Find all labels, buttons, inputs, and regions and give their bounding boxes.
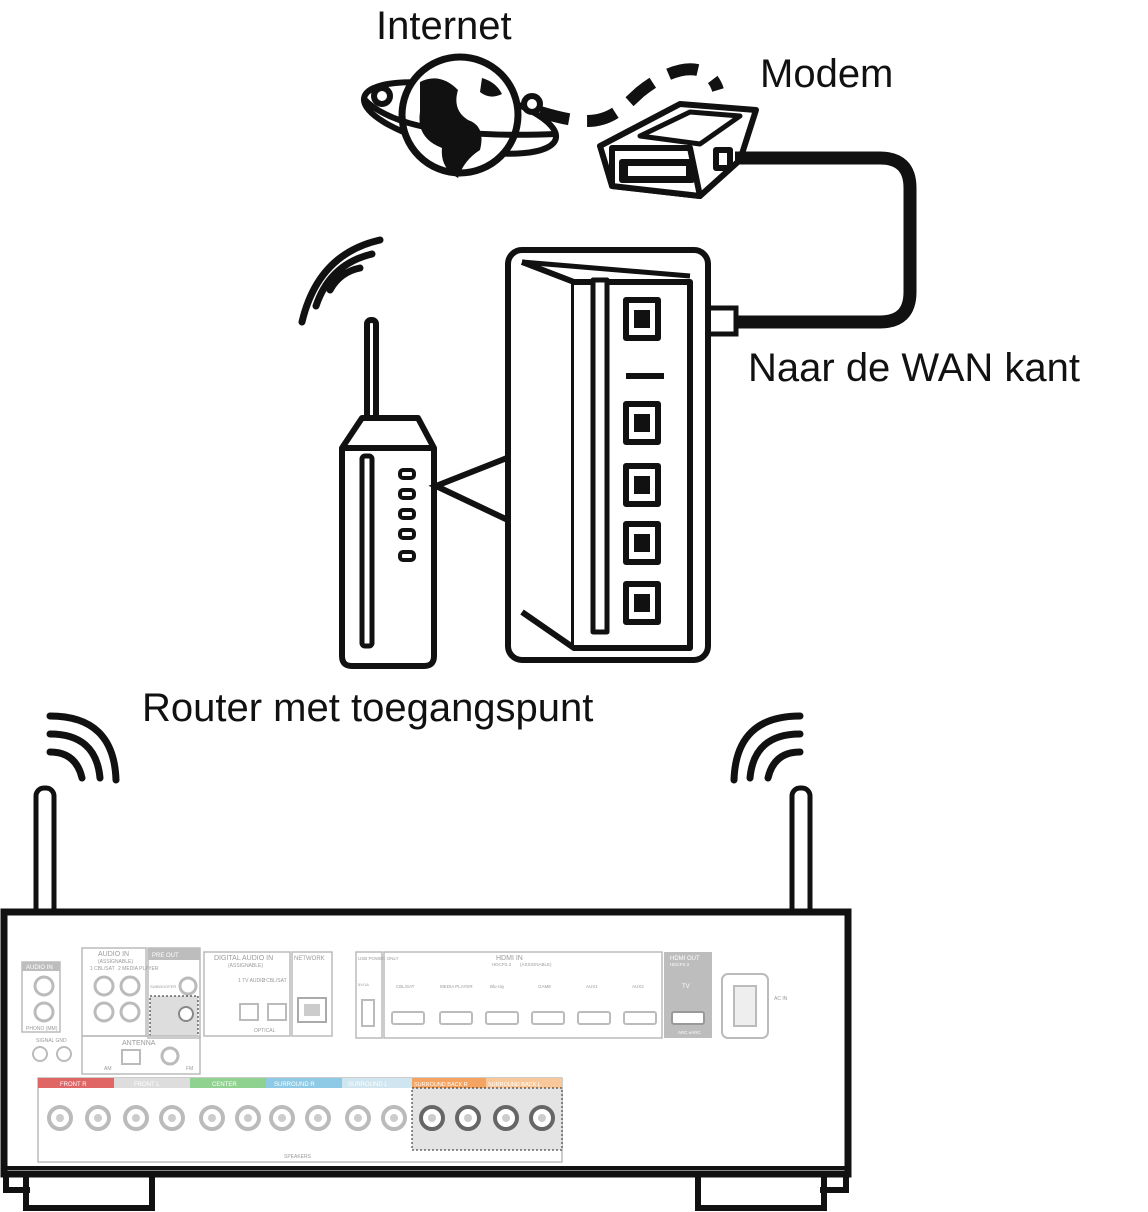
speaker-terminal-hole (428, 1114, 436, 1122)
speaker-terminal-hole (502, 1114, 510, 1122)
speaker-center-label: CENTER (212, 1082, 237, 1088)
internet-label: Internet (376, 4, 512, 48)
wan-side-label: Naar de WAN kant (748, 346, 1080, 390)
speaker-terminal-hole (168, 1114, 176, 1122)
fm-label: FM (186, 1066, 193, 1072)
svg-text:MEDIA PLAYER: MEDIA PLAYER (440, 984, 473, 989)
speaker-terminal-hole (208, 1114, 216, 1122)
hdmi-input-2: MEDIA PLAYER (439, 984, 473, 1025)
wifi-icon-receiver-right (730, 712, 804, 784)
hdmi-input-3: Blu-ray (485, 984, 519, 1025)
lan-port-4 (623, 581, 661, 625)
callout-wedge (428, 451, 515, 527)
hdmi-input-1: CBL/SAT (391, 984, 425, 1025)
wifi-icon-router (298, 236, 384, 326)
svg-text:GAME: GAME (538, 984, 551, 989)
speaker-terminal-hole (538, 1114, 546, 1122)
lan-port-2 (623, 463, 661, 507)
speaker-terminal-hole (314, 1114, 322, 1122)
tv-label: TV (682, 984, 690, 990)
hdcp-in-label: HDCP2.3 (492, 962, 512, 967)
usb-label: USB POWER ONLY (358, 956, 399, 961)
speaker-terminal-hole (244, 1114, 252, 1122)
network-label: NETWORK (294, 956, 325, 962)
lan-port-3 (623, 521, 661, 565)
speaker-surround-back-r-label: SURROUND BACK R (414, 1082, 468, 1088)
audio-src2: 2 MEDIA PLAYER (118, 966, 159, 972)
digital-audio-label: DIGITAL AUDIO IN (214, 955, 273, 962)
usb-rating: 5V/1A (358, 982, 369, 987)
svg-text:AUX2: AUX2 (632, 984, 644, 989)
subwoofer-label: SUBWOOFER (150, 984, 176, 989)
optical-1-label: 1 TV AUDIO (238, 978, 266, 984)
speaker-terminal-hole (94, 1114, 102, 1122)
hdmi-input-5: AUX1 (577, 984, 611, 1025)
ac-in-label: AC IN (774, 996, 788, 1002)
speaker-terminals (47, 1105, 555, 1131)
audio-in-assignable-label: AUDIO IN (98, 951, 129, 958)
am-label: AM (104, 1066, 112, 1072)
wan-port (623, 297, 661, 341)
hdmi-out-label: HDMI OUT (670, 956, 700, 962)
router-icon (339, 317, 437, 669)
hdmi-input-6: AUX2 (623, 984, 657, 1025)
speaker-terminal-hole (278, 1114, 286, 1122)
audio-assignable-sub: (ASSIGNABLE) (98, 959, 133, 965)
wifi-icon-receiver-left (46, 712, 120, 784)
svg-text:Blu-ray: Blu-ray (490, 984, 505, 989)
hdcp-out-label: HDCP2.3 (670, 962, 690, 967)
speaker-surround-r-label: SURROUND R (274, 1082, 315, 1088)
arc-label: ARC eARC (678, 1030, 702, 1035)
digital-assignable-sub: (ASSIGNABLE) (228, 963, 263, 969)
lan-port-1 (623, 401, 661, 445)
pre-out-label: PRE OUT (152, 953, 179, 959)
phono-label: PHONO (MM) (26, 1026, 58, 1032)
speaker-terminal-hole (56, 1114, 64, 1122)
svg-text:AUX1: AUX1 (586, 984, 598, 989)
receiver-rear-panel: AUDIO IN PHONO (MM) SIGNAL GND AUDIO IN … (21, 947, 788, 1163)
speakers-label: SPEAKERS (284, 1154, 312, 1160)
speaker-front-r-label: FRONT R (60, 1082, 87, 1088)
hdmi-in-label: HDMI IN (496, 955, 523, 962)
speaker-front-l-label: FRONT L (134, 1082, 160, 1088)
optical-2-label: 2 CBL/SAT (262, 978, 287, 984)
modem-icon (597, 101, 759, 199)
hdmi-input-4: GAME (531, 984, 565, 1025)
audio-src1: 1 CBL/SAT (90, 966, 115, 972)
speaker-terminal-hole (354, 1114, 362, 1122)
antenna-label: ANTENNA (122, 1040, 156, 1047)
audio-in-left-label: AUDIO IN (26, 965, 53, 971)
speaker-terminal-hole (390, 1114, 398, 1122)
internet-modem-link (538, 63, 724, 128)
speaker-surround-l-label: SURROUND L (348, 1082, 388, 1088)
speaker-terminal-hole (464, 1114, 472, 1122)
wan-cable (735, 151, 917, 329)
speaker-terminal-hole (132, 1114, 140, 1122)
router-port-closeup (505, 247, 711, 663)
signal-gnd-label: SIGNAL GND (36, 1038, 67, 1044)
speaker-surround-back-l-label: SURROUND BACK L (488, 1082, 541, 1088)
globe-icon (360, 53, 560, 178)
svg-text:CBL/SAT: CBL/SAT (396, 984, 415, 989)
optical-label: OPTICAL (254, 1028, 276, 1034)
modem-label: Modem (760, 52, 894, 96)
router-label: Router met toegangspunt (142, 686, 594, 730)
hdmi-assignable-label: (ASSIGNABLE) (520, 962, 552, 967)
